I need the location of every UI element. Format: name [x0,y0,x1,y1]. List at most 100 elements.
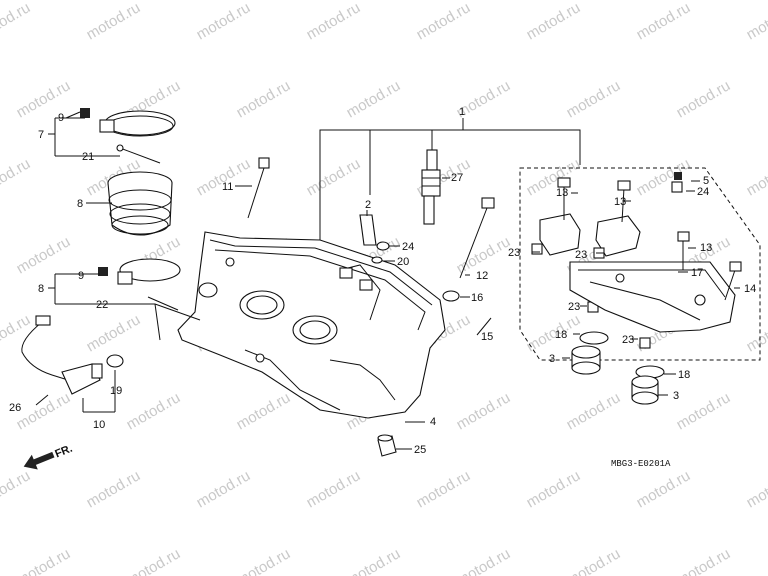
watermark-text: motod.ru [674,545,734,576]
watermark-text: motod.ru [124,545,184,576]
callout-21: 21 [82,151,94,163]
watermark-text: motod.ru [0,311,33,355]
bolt-11 [247,157,270,219]
callout-20: 20 [397,256,409,268]
callout-8a: 8 [77,198,83,210]
callout-13c: 13 [700,242,712,254]
cylinder-head [177,231,446,419]
rocker-holder-1 [539,177,581,256]
watermark-text: motod.ru [524,467,584,511]
watermark-text: motod.ru [414,0,474,43]
callout-24b: 24 [697,186,709,198]
callout-23a: 23 [508,247,520,259]
watermark-text: motod.ru [454,389,514,433]
callout-13b: 13 [614,196,626,208]
watermark-text: motod.ru [634,155,694,199]
watermark-text: motod.ru [634,467,694,511]
hose-band-lower [98,258,181,311]
callout-4: 4 [430,416,436,428]
front-label: FR. [53,443,74,461]
callout-24a: 24 [402,241,414,253]
rocker-holder-2 [595,180,641,257]
watermark-text: motod.ru [304,467,364,511]
callout-1: 1 [459,106,465,118]
watermark-text: motod.ru [194,467,254,511]
callout-3a: 3 [549,353,555,365]
dowel-25 [377,434,397,457]
callout-12: 12 [476,270,488,282]
watermark-text: motod.ru [454,545,514,576]
callout-2: 2 [365,199,371,211]
bearing-3b [631,375,659,405]
callout-labels: 1 2 3 3 4 5 7 8 8 9 9 10 11 12 13 13 13 … [9,106,756,456]
insulator [107,171,173,236]
washer-16 [442,290,460,302]
bolt-12 [459,197,495,279]
watermark-text: motod.ru [0,155,33,199]
sensor-assembly [21,315,124,406]
watermark-text: motod.ru [304,0,364,43]
callout-14: 14 [744,283,756,295]
watermark-text: motod.ru [194,0,254,43]
callout-19: 19 [110,385,122,397]
watermark-text: motod.ru [84,311,144,355]
callout-5: 5 [703,175,709,187]
watermark-text: motod.ru [744,0,768,43]
callout-17: 17 [691,267,703,279]
spark-plug [421,149,441,225]
watermark-text: motod.ru [344,77,404,121]
watermark-text: motod.ru [0,467,33,511]
watermark-text: motod.ru [564,77,624,121]
watermark-text: motod.ru [0,0,33,43]
watermark-text: motod.ru [414,467,474,511]
watermark-text: motod.ru [234,389,294,433]
watermark-text: motod.ru [564,545,624,576]
callout-9a: 9 [58,112,64,124]
holder-group-box [519,167,761,361]
diagram-code: MBG3-E0201A [611,459,671,469]
callout-18a: 18 [555,329,567,341]
leader-lines [48,111,740,450]
watermark-text: motod.ru [14,77,74,121]
watermark-text: motod.ru [304,155,364,199]
o-ring-20 [371,256,383,264]
callout-9b: 9 [78,270,84,282]
watermark-text: motod.ru [14,545,74,576]
watermark-text: motod.ru [234,77,294,121]
bolt-21 [116,144,161,164]
watermark-text: motod.ru [674,77,734,121]
watermark-text: motod.ru [84,467,144,511]
o-ring-24a [376,241,390,251]
callout-25: 25 [414,444,426,456]
watermark-text: motod.ru [234,545,294,576]
dowel-2 [359,214,377,246]
callout-13a: 13 [556,187,568,199]
watermark-text: motod.ru [744,467,768,511]
watermark-text: motod.ru [524,0,584,43]
watermark-text: motod.ru [674,389,734,433]
callout-11: 11 [222,181,233,193]
oil-seal-18a [579,331,609,345]
callout-10: 10 [93,419,105,431]
callout-3b: 3 [673,390,679,402]
watermark-text: motod.ru [14,389,74,433]
watermark-text: motod.ru [564,389,624,433]
group-bracket-1 [319,118,581,240]
callout-23d: 23 [622,334,634,346]
callout-18b: 18 [678,369,690,381]
callout-16: 16 [471,292,483,304]
watermark-text: motod.ru [14,233,74,277]
watermark-text: motod.ru [84,0,144,43]
hose-band-upper [80,108,176,137]
callout-15: 15 [481,331,493,343]
watermark-text: motod.ru [124,389,184,433]
stud-15 [476,317,492,336]
callout-26: 26 [9,402,21,414]
watermark-text: motod.ru [634,0,694,43]
callout-8b: 8 [38,283,44,295]
callout-22: 22 [96,299,108,311]
front-direction-indicator: FR. [23,443,74,470]
camshaft-holder [569,231,742,333]
callout-23b: 23 [575,249,587,261]
